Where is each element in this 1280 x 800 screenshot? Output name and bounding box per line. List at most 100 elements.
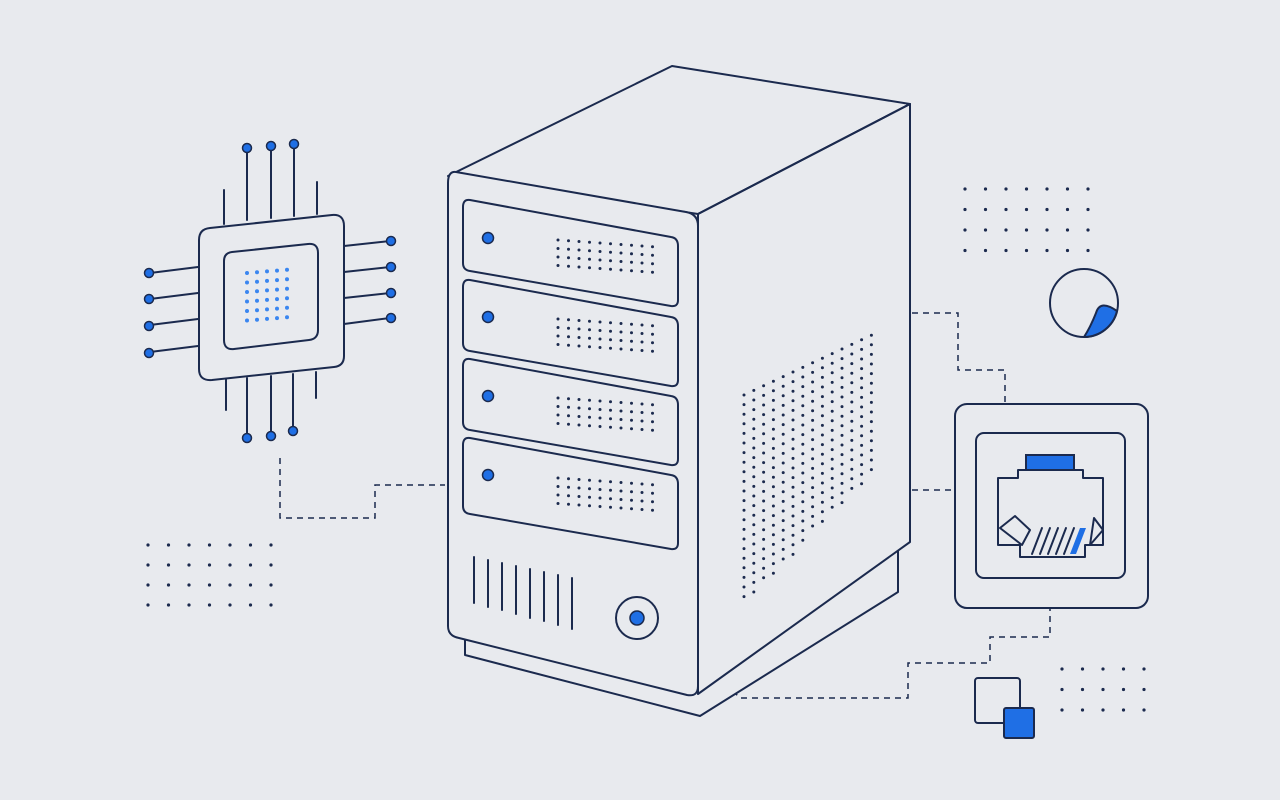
decorative-dot	[577, 319, 581, 322]
decorative-dot	[651, 403, 654, 407]
decorative-dot	[1024, 207, 1029, 212]
decorative-dot	[640, 340, 644, 344]
decorative-dot	[781, 557, 785, 561]
decorative-dot	[228, 563, 232, 567]
decorative-dot	[742, 403, 746, 407]
decorative-dot	[187, 563, 191, 567]
decorative-dot	[577, 248, 581, 252]
decorative-dot	[619, 339, 623, 342]
decorative-dot	[651, 411, 654, 415]
decorative-dot	[609, 267, 612, 271]
decorative-dot	[762, 413, 766, 417]
decorative-dot	[840, 443, 844, 447]
decorative-dot	[963, 228, 967, 232]
decorative-dot	[860, 443, 864, 447]
decorative-dot	[567, 485, 570, 489]
decorative-dot	[1121, 667, 1126, 671]
decorative-dot	[762, 566, 766, 570]
decorative-dot	[752, 504, 756, 508]
decorative-dot	[742, 499, 746, 503]
decorative-dot	[869, 381, 873, 385]
power-button-icon	[615, 596, 659, 640]
decorative-dot	[598, 416, 602, 420]
decorative-dot	[651, 491, 654, 495]
drive-vent-dots	[556, 238, 654, 512]
decorative-dot	[1121, 708, 1126, 712]
decorative-dot	[630, 260, 633, 264]
decorative-dot	[840, 405, 844, 409]
decorative-dot	[187, 603, 191, 607]
decorative-dot	[255, 308, 259, 313]
decorative-dot	[742, 595, 746, 599]
decorative-dot	[166, 543, 171, 547]
decorative-dot	[801, 471, 805, 475]
decorative-dot	[146, 563, 150, 567]
decorative-dot	[588, 398, 591, 402]
decorative-dot	[556, 334, 560, 338]
decorative-dot	[166, 563, 171, 567]
decorative-dot	[771, 494, 775, 498]
decorative-dot	[619, 401, 623, 404]
decorative-dot	[771, 485, 775, 489]
decorative-dot	[619, 322, 623, 325]
decorative-dot	[791, 514, 795, 518]
decorative-dot	[651, 245, 654, 249]
decorative-dot	[801, 500, 805, 504]
decorative-dot	[752, 465, 756, 469]
decorative-dot	[762, 480, 766, 484]
decorative-dot	[166, 583, 171, 587]
decorative-dot	[1065, 187, 1070, 191]
drive-3-led-icon	[481, 389, 495, 403]
decorative-dot	[1024, 228, 1029, 232]
decorative-dot	[830, 371, 834, 375]
decorative-dot	[762, 451, 766, 455]
decorative-dot	[269, 543, 273, 547]
decorative-dot	[1080, 687, 1085, 692]
decorative-dot	[801, 375, 805, 379]
decorative-dot	[742, 460, 746, 464]
decorative-dot	[640, 349, 644, 352]
decorative-dot	[830, 352, 834, 356]
decorative-dot	[820, 414, 824, 418]
decorative-dot	[567, 239, 570, 243]
decorative-dot	[651, 500, 654, 504]
cpu-chip-icon	[143, 138, 397, 444]
decorative-dot	[285, 315, 289, 320]
decorative-dot	[1045, 207, 1049, 212]
decorative-dot	[840, 462, 844, 466]
decorative-dot	[651, 262, 654, 266]
decorative-dot	[1065, 228, 1070, 232]
decorative-dot	[640, 491, 644, 494]
decorative-dot	[771, 437, 775, 441]
decorative-dot	[556, 493, 560, 497]
decorative-dot	[820, 510, 824, 514]
decorative-dot	[752, 388, 756, 392]
decorative-dot	[1101, 667, 1105, 671]
decorative-dot	[269, 563, 273, 567]
decorative-dot	[275, 316, 279, 321]
decorative-dot	[860, 434, 864, 438]
overlapping-squares-icon	[974, 677, 1035, 739]
decorative-dot	[860, 367, 864, 371]
decorative-dot	[752, 532, 756, 536]
decorative-dot	[245, 271, 249, 275]
decorative-dot	[640, 411, 644, 414]
decorative-dot	[577, 240, 581, 243]
decorative-dot	[811, 457, 815, 461]
decorative-dot	[771, 514, 775, 518]
decorative-dot	[588, 266, 591, 270]
decorative-dot	[811, 486, 815, 490]
decorative-dot	[811, 524, 815, 528]
decorative-dot	[830, 428, 834, 432]
decorative-dot	[651, 324, 654, 328]
decorative-dot	[830, 400, 834, 404]
decorative-dot	[630, 348, 633, 352]
decorative-dot	[275, 297, 279, 302]
decorative-dot	[850, 390, 854, 394]
decorative-dot	[742, 393, 746, 397]
decorative-dot	[983, 187, 988, 191]
decorative-dot	[869, 372, 873, 376]
decorative-dot	[752, 408, 756, 412]
decorative-dot	[752, 456, 756, 460]
decorative-dot	[830, 380, 834, 384]
